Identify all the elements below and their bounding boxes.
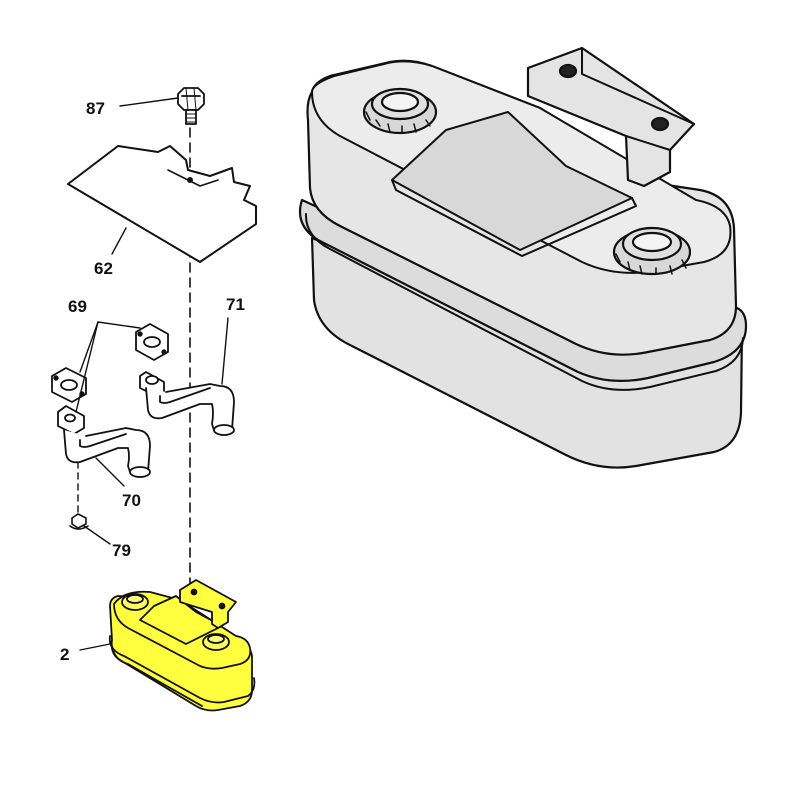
heat-shield-plate bbox=[67, 145, 257, 263]
muffler-highlighted bbox=[108, 579, 256, 712]
exploded-view: 87 62 69 71 70 79 2 bbox=[51, 87, 257, 712]
exhaust-gasket-upper bbox=[135, 323, 169, 361]
muffler-mounting-bracket bbox=[526, 46, 696, 188]
leader-lines bbox=[75, 97, 229, 651]
callout-70: 70 bbox=[122, 491, 141, 510]
muffler-seam-line bbox=[304, 213, 744, 391]
callout-79: 79 bbox=[112, 541, 131, 560]
muffler-outlet-port bbox=[362, 87, 438, 135]
callout-62: 62 bbox=[94, 259, 113, 278]
bracket-hole-left bbox=[558, 63, 578, 79]
muffler-inlet-port bbox=[612, 226, 692, 276]
bolt-icon bbox=[177, 87, 205, 125]
callout-87: 87 bbox=[86, 99, 105, 118]
bracket-hole-right bbox=[650, 116, 670, 132]
muffler-heat-shield-edge bbox=[391, 179, 637, 257]
exhaust-pipe-left bbox=[57, 405, 151, 478]
exhaust-gasket-left bbox=[51, 367, 87, 403]
heat-shield-hole bbox=[187, 177, 193, 183]
heat-shield-slot bbox=[167, 169, 219, 187]
callout-labels: 87 62 69 71 70 79 2 bbox=[60, 99, 245, 664]
callout-71: 71 bbox=[226, 295, 245, 314]
callout-69: 69 bbox=[68, 297, 87, 316]
callout-2: 2 bbox=[60, 645, 69, 664]
muffler-bracket-fold bbox=[527, 47, 695, 151]
muffler-heat-shield bbox=[391, 111, 633, 251]
exhaust-pipe-right bbox=[139, 371, 235, 436]
muffler-enlarged-view bbox=[298, 46, 748, 469]
